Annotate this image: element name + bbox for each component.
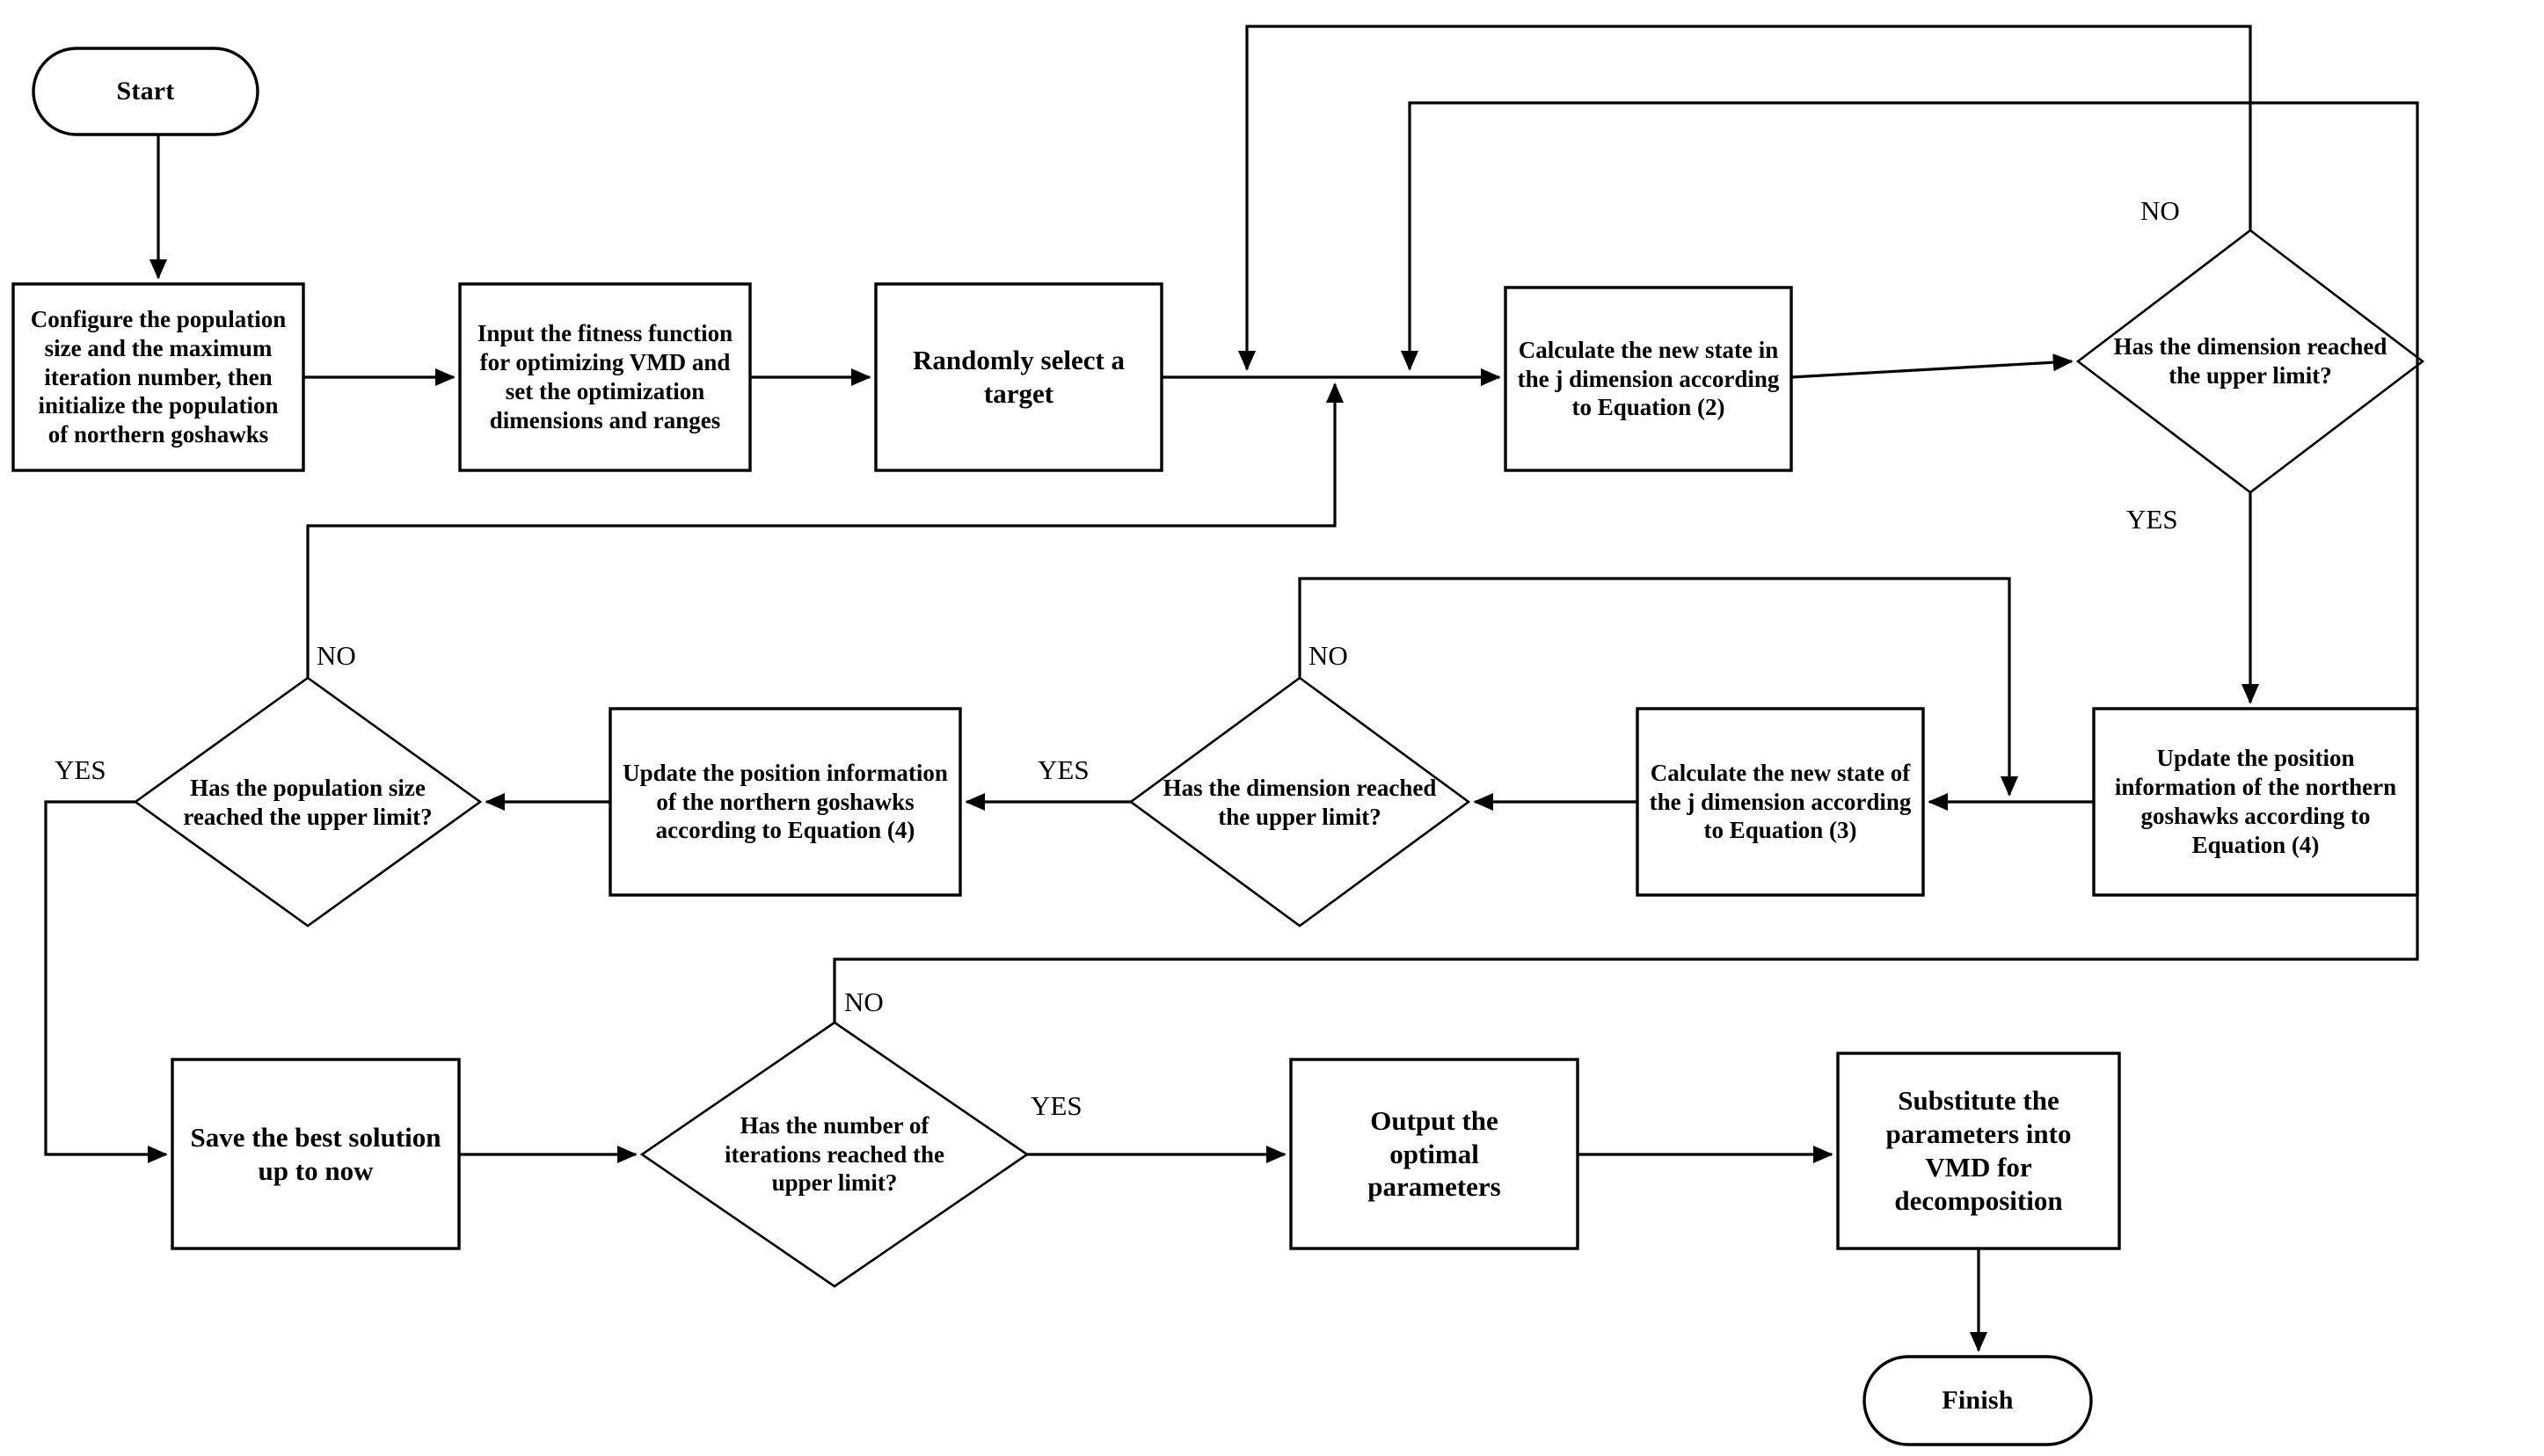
- node-dec-dim-upper-1-shape: [2075, 229, 2425, 494]
- node-substitute-vmd-shape: [1836, 1052, 2121, 1250]
- node-update-eq4-right-shape: [2092, 707, 2419, 897]
- node-finish-shape: [1862, 1355, 2093, 1446]
- node-random-target-shape: [874, 282, 1163, 472]
- node-save-best-shape: [171, 1058, 461, 1250]
- node-dec-pop-upper-shape: [133, 676, 483, 928]
- edge-dec4-no-loop: [833, 101, 2419, 1023]
- node-calc-eq2-shape: [1504, 286, 1793, 472]
- edge-dec3-no-loop: [306, 382, 1345, 678]
- edge-dec3-yes: [44, 800, 168, 1164]
- node-update-eq4-left-shape: [609, 707, 962, 897]
- node-dec-dim-upper-2-shape: [1128, 676, 1471, 928]
- node-dec-iter-upper-shape: [639, 1021, 1030, 1288]
- edge-calceq2-to-dec1: [1790, 353, 2074, 379]
- node-calc-eq3-shape: [1636, 707, 1925, 897]
- node-output-params-shape: [1289, 1058, 1579, 1250]
- edge-dec1-no-loop: [1237, 25, 2252, 371]
- node-input-fitness-shape: [458, 282, 752, 472]
- node-start-shape: [32, 47, 259, 136]
- edge-dec2-no-loop: [1298, 577, 2019, 797]
- node-configure-shape: [11, 282, 305, 472]
